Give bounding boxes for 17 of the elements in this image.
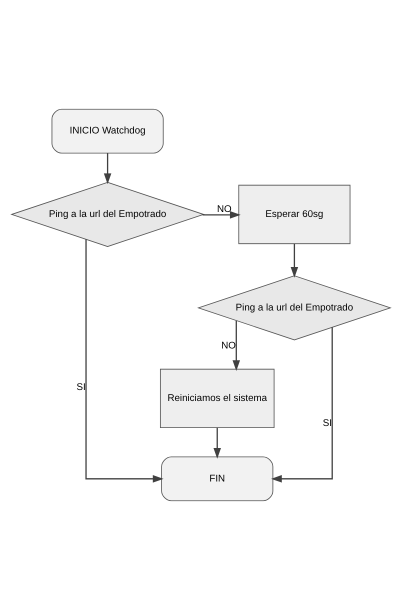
arrow: [271, 327, 333, 483]
edge-label: NO: [221, 340, 236, 352]
edge-label: NO: [217, 204, 232, 216]
arrow: [232, 320, 240, 371]
edge-label: SI: [322, 418, 332, 429]
arrow: [290, 244, 298, 278]
node-diamond: Ping a la url del Empotrado: [10, 182, 205, 247]
node-box: FIN: [161, 456, 274, 502]
arrow: [202, 211, 241, 219]
arrow: [213, 428, 221, 459]
node-box: INICIO Watchdog: [52, 108, 164, 154]
node-box: Esperar 60sg: [238, 184, 350, 244]
edge-label: SI: [76, 382, 86, 394]
arrow: [104, 153, 112, 184]
arrow: [85, 240, 164, 483]
node-box: Reiniciamos el sistema: [160, 368, 274, 428]
node-diamond: Ping a la url del Empotrado: [197, 275, 392, 340]
